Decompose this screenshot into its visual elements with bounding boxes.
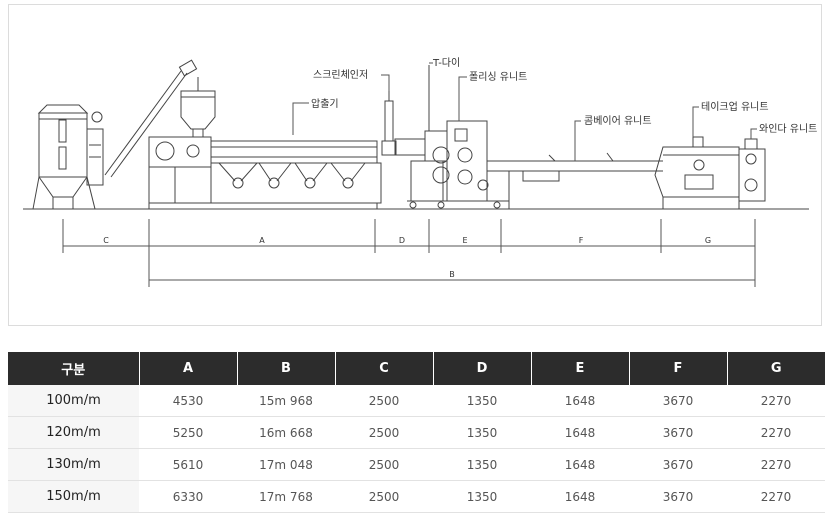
row-label: 130m/m <box>8 448 139 481</box>
table-cell: 1350 <box>433 448 531 481</box>
dim-d-label: D <box>399 236 405 245</box>
label-t-die: T-다이 <box>432 57 460 69</box>
table-cell: 2270 <box>727 385 825 417</box>
dim-b-label: B <box>449 270 455 279</box>
t-die-polishing-unit <box>394 65 509 209</box>
header-cell: G <box>727 352 825 385</box>
table-cell: 1350 <box>433 385 531 417</box>
table-cell: 2270 <box>727 448 825 481</box>
machine-diagram: C A D E F G B 스크린체인저 압출기 T-다이 폴리싱 유니트 콤베… <box>8 4 822 326</box>
table-cell: 3670 <box>629 416 727 449</box>
table-cell: 5250 <box>139 416 237 449</box>
row-label: 150m/m <box>8 480 139 513</box>
extruder-hopper <box>180 77 216 138</box>
dim-g-label: G <box>705 236 711 245</box>
table-cell: 2500 <box>335 480 433 513</box>
table-cell: 2270 <box>727 480 825 513</box>
screen-changer <box>381 91 397 156</box>
label-leaders <box>292 62 757 161</box>
header-cell: B <box>237 352 336 385</box>
label-extruder: 압출기 <box>311 97 339 110</box>
dim-c-label: C <box>103 236 109 245</box>
table-cell: 4530 <box>139 385 237 417</box>
table-cell: 1350 <box>433 416 531 449</box>
gearbox <box>148 136 212 209</box>
conveyor-unit <box>487 152 663 209</box>
table-cell: 1648 <box>531 480 629 513</box>
table-cell: 2270 <box>727 416 825 449</box>
table-cell: 1648 <box>531 385 629 417</box>
takeup-unit <box>654 136 740 209</box>
table-row: 130m/m 5610 17m 048 2500 1350 1648 3670 … <box>8 448 825 481</box>
table-row: 120m/m 5250 16m 668 2500 1350 1648 3670 … <box>8 416 825 449</box>
table-cell: 6330 <box>139 480 237 513</box>
header-cell: A <box>139 352 238 385</box>
table-cell: 1350 <box>433 480 531 513</box>
header-cell: 구분 <box>8 352 140 385</box>
table-cell: 5610 <box>139 448 237 481</box>
table-cell: 17m 768 <box>237 480 335 513</box>
table-cell: 1648 <box>531 416 629 449</box>
table-cell: 2500 <box>335 448 433 481</box>
table-cell: 3670 <box>629 385 727 417</box>
winder-unit <box>738 138 766 202</box>
table-row: 100m/m 4530 15m 968 2500 1350 1648 3670 … <box>8 385 825 417</box>
table-cell: 16m 668 <box>237 416 335 449</box>
table-cell: 15m 968 <box>237 385 335 417</box>
label-polishing-unit: 폴리싱 유니트 <box>469 71 527 83</box>
table-cell: 3670 <box>629 448 727 481</box>
header-cell: F <box>629 352 728 385</box>
table-cell: 1648 <box>531 448 629 481</box>
table-cell: 2500 <box>335 416 433 449</box>
row-label: 100m/m <box>8 385 139 417</box>
label-winder-unit: 와인다 유니트 <box>759 123 817 135</box>
extrusion-line-drawing: C A D E F G B 스크린체인저 압출기 T-다이 폴리싱 유니트 콤베… <box>23 57 817 287</box>
dim-f-label: F <box>579 236 584 245</box>
label-conveyor-unit: 콤베이어 유니트 <box>584 115 652 127</box>
table-cell: 2500 <box>335 385 433 417</box>
spec-table: 구분 A B C D E F G 100m/m 4530 15m 968 250… <box>8 352 825 513</box>
table-cell: 17m 048 <box>237 448 335 481</box>
header-cell: D <box>433 352 532 385</box>
dim-e-label: E <box>462 236 467 245</box>
dryer-unit <box>32 104 104 210</box>
label-screen-changer: 스크린체인저 <box>313 69 368 81</box>
row-label: 120m/m <box>8 416 139 449</box>
dim-a-label: A <box>259 236 265 245</box>
table-row: 150m/m 6330 17m 768 2500 1350 1648 3670 … <box>8 480 825 513</box>
extruder-barrel <box>210 140 382 209</box>
table-header-row: 구분 A B C D E F G <box>8 352 825 385</box>
label-takeup-unit: 테이크업 유니트 <box>701 100 769 113</box>
dimension-lines <box>62 219 756 287</box>
material-loader <box>104 59 198 178</box>
header-cell: E <box>531 352 630 385</box>
header-cell: C <box>335 352 434 385</box>
table-cell: 3670 <box>629 480 727 513</box>
